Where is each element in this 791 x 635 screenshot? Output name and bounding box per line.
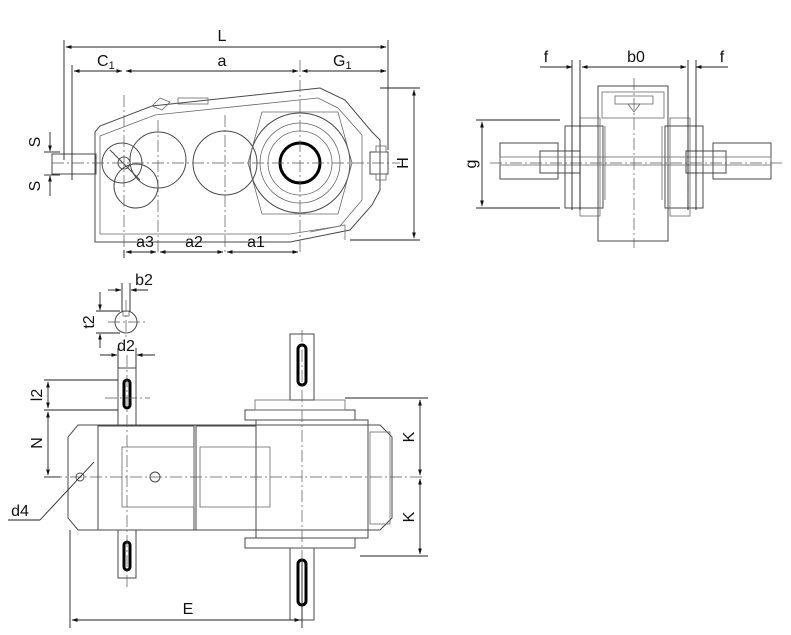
dimension-label-b0: b0 xyxy=(627,49,645,66)
dimension-label-a2: a2 xyxy=(185,234,203,251)
dimension-label-a1: a1 xyxy=(247,234,265,251)
dimension-label-H: H xyxy=(395,157,412,169)
dimension-label-l2: l2 xyxy=(29,389,46,402)
front-view xyxy=(51,60,400,255)
plan-view xyxy=(50,330,425,625)
dimension-label-d2: d2 xyxy=(117,338,135,355)
side-view-dimensions xyxy=(476,60,728,210)
dimension-label-K-top: K xyxy=(401,431,418,442)
side-view xyxy=(490,78,785,248)
dimension-label-f-right: f xyxy=(720,49,725,66)
plan-view-dimensions xyxy=(8,348,428,628)
dimension-label-t2: t2 xyxy=(81,315,98,328)
dimension-label-C1: C1 xyxy=(97,53,115,72)
dimension-label-N: N xyxy=(29,437,46,449)
dimension-label-S-bottom: S xyxy=(27,181,44,192)
dimension-label-g: g xyxy=(463,160,480,169)
dimension-label-d4: d4 xyxy=(11,503,29,520)
front-view-dimensions xyxy=(44,40,420,258)
dimension-label-a3: a3 xyxy=(136,234,154,251)
dimension-label-a: a xyxy=(218,53,227,70)
dimension-label-L: L xyxy=(218,28,227,45)
dimension-label-b2: b2 xyxy=(135,272,153,289)
dimension-label-K-bottom: K xyxy=(401,511,418,522)
dimension-label-E: E xyxy=(183,601,194,618)
shaft-section-detail xyxy=(96,283,148,348)
dimension-label-f-left: f xyxy=(544,49,549,66)
dimension-label-G1: G1 xyxy=(333,53,352,72)
dimension-label-S-top: S xyxy=(27,137,44,148)
